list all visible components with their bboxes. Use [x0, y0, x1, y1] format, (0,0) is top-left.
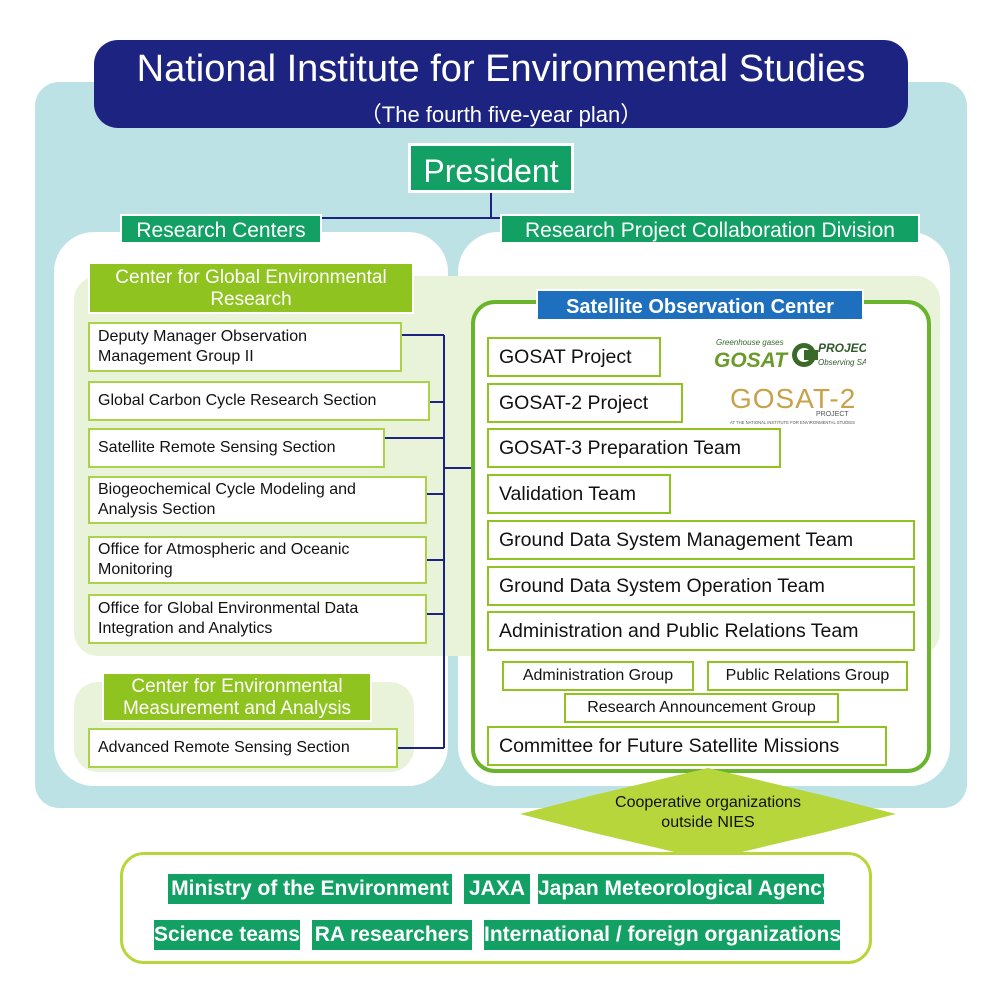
team-gosat2-project: GOSAT-2 Project: [487, 383, 683, 423]
team-ground-data-operation: Ground Data System Operation Team: [487, 566, 915, 606]
team-admin-public-relations: Administration and Public Relations Team: [487, 611, 915, 651]
section-advanced-remote-sensing: Advanced Remote Sensing Section: [88, 728, 398, 768]
section-data-integration: Office for Global Environmental Data Int…: [88, 594, 427, 644]
team-ground-data-management: Ground Data System Management Team: [487, 520, 915, 560]
team-gosat-project: GOSAT Project: [487, 337, 661, 377]
gosat-logo-name: GOSAT: [714, 349, 789, 372]
plan-subtitle: （The fourth five-year plan）: [359, 102, 643, 127]
institute-title-banner: National Institute for Environmental Stu…: [94, 40, 908, 128]
team-label: Validation Team: [499, 482, 636, 505]
division-label: Research Project Collaboration Division: [500, 214, 920, 244]
committee-label: Committee for Future Satellite Missions: [499, 734, 840, 757]
gosat2-logo-name: GOSAT-2: [730, 383, 856, 414]
team-label: Ground Data System Management Team: [499, 528, 854, 551]
section-global-carbon-cycle: Global Carbon Cycle Research Section: [88, 381, 430, 421]
group-public-relations: Public Relations Group: [707, 661, 908, 691]
org-ra-researchers: RA researchers: [312, 920, 472, 950]
section-label: Global Carbon Cycle Research Section: [98, 392, 377, 409]
org-international: International / foreign organizations: [484, 920, 841, 950]
gosat-logo-tagline: Greenhouse gases: [716, 338, 784, 347]
gosat2-logo-project: PROJECT: [816, 411, 849, 418]
team-label: GOSAT Project: [499, 345, 632, 368]
cger-label: Center for Global Environmental Research: [88, 262, 414, 314]
section-atmospheric-oceanic: Office for Atmospheric and Oceanic Monit…: [88, 536, 427, 584]
gosat-logo-motto: Observing SATellite: [818, 358, 866, 367]
group-administration: Administration Group: [502, 661, 694, 691]
org-jaxa: JAXA: [464, 874, 530, 904]
gosat-logo: Greenhouse gases GOSAT PROJECT Observing…: [714, 338, 866, 372]
research-centers-label: Research Centers: [120, 214, 322, 244]
cema-label-text: Center for Environmental Measurement and…: [122, 676, 352, 719]
section-label: Biogeochemical Cycle Modeling and Analys…: [98, 481, 356, 518]
team-label: GOSAT-3 Preparation Team: [499, 436, 742, 459]
group-label: Public Relations Group: [725, 667, 890, 684]
cema-label: Center for Environmental Measurement and…: [102, 672, 372, 722]
org-science-teams: Science teams: [154, 920, 300, 950]
org-ministry-environment: Ministry of the Environment: [168, 874, 452, 904]
institute-title: National Institute for Environmental Stu…: [136, 48, 866, 90]
group-label: Research Announcement Group: [587, 699, 816, 716]
cooperative-arrow: [520, 768, 896, 860]
gosat2-logo-affiliation: AT THE NATIONAL INSTITUTE FOR ENVIRONMEN…: [730, 420, 855, 425]
team-label: Ground Data System Operation Team: [499, 574, 825, 597]
team-label: Administration and Public Relations Team: [499, 619, 859, 642]
team-gosat3-preparation: GOSAT-3 Preparation Team: [487, 428, 781, 468]
section-biogeochemical: Biogeochemical Cycle Modeling and Analys…: [88, 476, 427, 524]
group-research-announcement: Research Announcement Group: [564, 693, 839, 723]
gosat-logo-project: PROJECT: [818, 341, 866, 355]
gosat2-logo: GOSAT-2 PROJECT AT THE NATIONAL INSTITUT…: [730, 383, 856, 425]
president-box: President: [408, 143, 574, 193]
section-deputy-manager: Deputy Manager Observation Management Gr…: [88, 322, 402, 372]
section-label: Office for Global Environmental Data Int…: [98, 600, 359, 637]
team-label: GOSAT-2 Project: [499, 391, 649, 414]
cooperative-label: Cooperative organizations outside NIES: [615, 794, 801, 831]
satellite-observation-center-label: Satellite Observation Center: [536, 289, 864, 321]
org-jma: Japan Meteorological Agency: [538, 874, 834, 904]
section-label: Deputy Manager Observation Management Gr…: [98, 328, 307, 365]
section-satellite-remote-sensing: Satellite Remote Sensing Section: [88, 428, 385, 468]
section-label: Office for Atmospheric and Oceanic Monit…: [98, 541, 350, 578]
cger-label-text: Center for Global Environmental Research: [115, 267, 387, 310]
section-label: Satellite Remote Sensing Section: [98, 439, 336, 456]
section-label: Advanced Remote Sensing Section: [98, 739, 350, 756]
team-validation: Validation Team: [487, 474, 671, 514]
group-label: Administration Group: [522, 667, 674, 684]
committee-future-missions: Committee for Future Satellite Missions: [487, 726, 887, 766]
